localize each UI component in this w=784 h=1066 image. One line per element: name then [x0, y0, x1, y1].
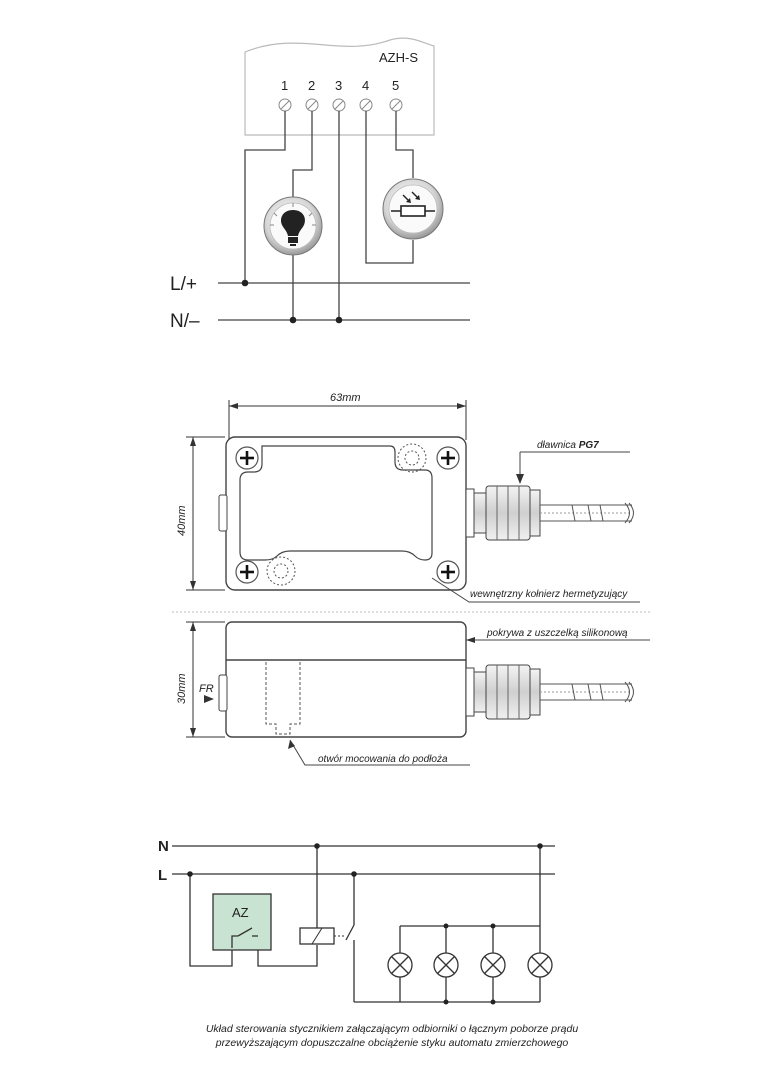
- wiring-lines: [218, 111, 470, 321]
- lamp-icon: [387, 952, 413, 978]
- lamp-icon: [480, 952, 506, 978]
- terminal-number-1: 1: [281, 78, 288, 93]
- cover-label: pokrywa z uszczelką silikonową: [486, 628, 628, 639]
- width-dimension: 63mm: [330, 392, 361, 404]
- l-bus-label: L: [158, 867, 167, 884]
- control-circuit: N L: [158, 838, 555, 1005]
- az-contact-icon: [231, 927, 258, 948]
- caption-line-1: Układ sterowania stycznikiem załączający…: [205, 1023, 579, 1035]
- terminal-number-4: 4: [362, 78, 369, 93]
- depth-dimension: 30mm: [176, 673, 188, 704]
- gland-label: dławnica PG7: [537, 440, 599, 451]
- junction-dots: [187, 843, 543, 1005]
- lamp-icon: [527, 952, 553, 978]
- lightbulb-icon: [263, 196, 323, 256]
- caption-line-2: przewyższającym dopuszczalne obciążenie …: [215, 1037, 569, 1049]
- device-housing: [244, 37, 435, 136]
- photoresistor-icon: [382, 178, 444, 240]
- junction-dot: [241, 279, 249, 287]
- junction-dot: [289, 316, 297, 324]
- height-dimension: 40mm: [176, 505, 188, 536]
- az-module: [212, 893, 272, 951]
- mount-hole-label: otwór mocowania do podłoża: [318, 754, 448, 765]
- side-window: [218, 494, 228, 532]
- cable-gland-top: [465, 485, 634, 541]
- housing-side-view: [225, 621, 467, 738]
- fr-arrow-icon: [204, 695, 214, 703]
- fr-label: FR: [199, 683, 214, 695]
- lamp-icons: [387, 952, 553, 978]
- az-label: AZ: [232, 905, 249, 920]
- contactor-contact-icon: [345, 924, 355, 941]
- dimension-drawing: 63mm 40mm: [172, 392, 650, 766]
- wiring-diagram: AZH-S 1 2 3 4 5 L/+: [170, 37, 470, 332]
- n-bus-label: N: [158, 838, 169, 855]
- side-window: [218, 674, 228, 712]
- mounting-holes-hidden: [266, 443, 427, 586]
- screw-plus-icons: [235, 446, 460, 584]
- seal-label: wewnętrzny kołnierz hermetyzujący: [470, 589, 628, 600]
- terminal-number-3: 3: [335, 78, 342, 93]
- neutral-minus-label: N/–: [170, 311, 200, 332]
- cable-gland-side: [465, 664, 634, 720]
- junction-dot: [335, 316, 343, 324]
- circuit-wires: [172, 845, 555, 1003]
- line-plus-label: L/+: [170, 274, 197, 295]
- diagram-caption: Układ sterowania stycznikiem załączający…: [100, 1022, 684, 1050]
- inner-seal-flange: [239, 445, 433, 561]
- terminal-number-2: 2: [308, 78, 315, 93]
- lamp-icon: [433, 952, 459, 978]
- device-label: AZH-S: [379, 50, 418, 65]
- terminal-number-5: 5: [392, 78, 399, 93]
